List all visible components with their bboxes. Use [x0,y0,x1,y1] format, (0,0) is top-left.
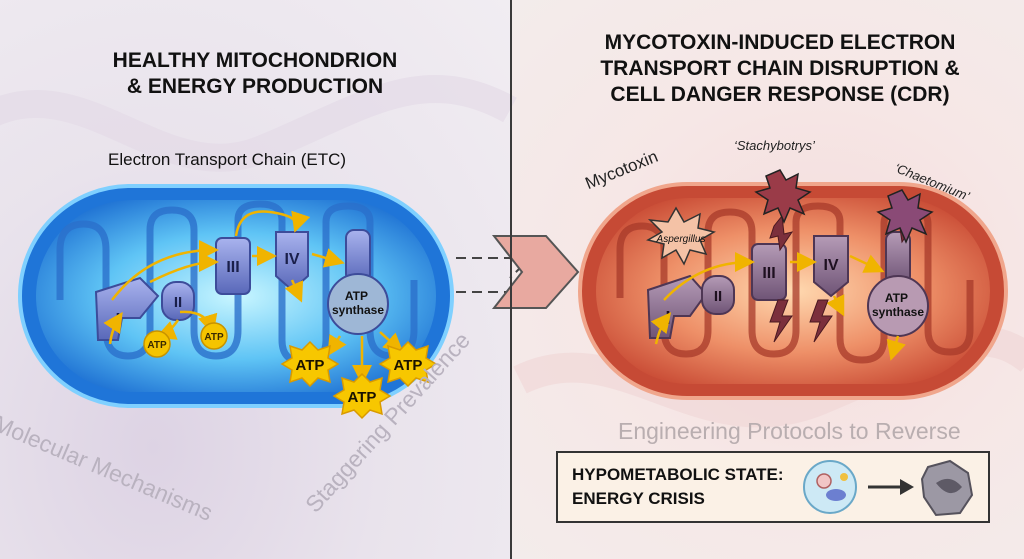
stachybotrys-burst [754,169,812,224]
etc-label: Electron Transport Chain (ETC) [108,150,347,169]
complex-iii: III [215,237,251,295]
atp-small-2: ATP [200,322,228,350]
svg-text:Aspergillus: Aspergillus [656,234,706,245]
svg-text:ATP synthase: ATP synthase [872,291,924,319]
bg-swirl [0,75,517,172]
transition-arrows [456,235,580,309]
svg-text:IV: IV [823,257,838,274]
stachybotrys-label: ‘Stachybotrys’ [734,138,815,153]
svg-text:ATP: ATP [348,389,377,406]
svg-text:ATP: ATP [394,357,423,374]
synthase-label-line1: ATP [345,289,368,303]
atp-synthase-disrupted: ATP synthase [867,231,929,337]
svg-text:II: II [714,288,722,305]
faded-label-engineering-protocols: Engineering Protocols to Reverse [618,418,961,444]
complex-iv-disrupted: IV [813,235,849,298]
chaetomium-burst [876,189,934,244]
complex-iii-disrupted: III [751,243,787,301]
svg-text:ATP: ATP [147,340,167,351]
damaged-cell-icon [920,459,974,517]
atp-burst-1: ATP [280,340,340,388]
cell-transition-icons [803,459,974,517]
atp-burst-3: ATP [332,372,392,420]
large-arrow [491,235,580,309]
healthy-title: HEALTHY MITOCHONDRION & ENERGY PRODUCTIO… [112,49,398,98]
healthy-cell-icon [803,460,857,514]
svg-text:III: III [762,265,775,282]
disrupted-title: MYCOTOXIN-INDUCED ELECTRON TRANSPORT CHA… [600,31,960,106]
arrow-right-icon [868,479,914,495]
svg-text:ATP synthase: ATP synthase [332,289,384,317]
atp-synthase: ATP synthase [327,229,389,335]
svg-text:ATP: ATP [204,332,224,343]
complex-ii: II [161,281,195,321]
disrupted-flow-arrows [650,252,906,361]
disrupted-mitochondrion [578,182,1008,400]
atp-burst-2: ATP [378,340,438,388]
aspergillus-burst: Aspergillus [646,206,716,266]
complex-iii-label: III [226,259,239,276]
synthase-label-line2: synthase [332,303,384,317]
complex-ii-disrupted: II [701,275,735,315]
complex-ii-label: II [174,294,182,311]
hypometabolic-label: HYPOMETABOLIC STATE: ENERGY CRISIS [572,465,784,508]
panel-divider [510,0,512,559]
hypometabolic-box: HYPOMETABOLIC STATE: ENERGY CRISIS [556,451,990,523]
complex-iv-label: IV [284,251,299,268]
svg-text:ATP: ATP [296,357,325,374]
atp-small-1: ATP [143,330,171,358]
